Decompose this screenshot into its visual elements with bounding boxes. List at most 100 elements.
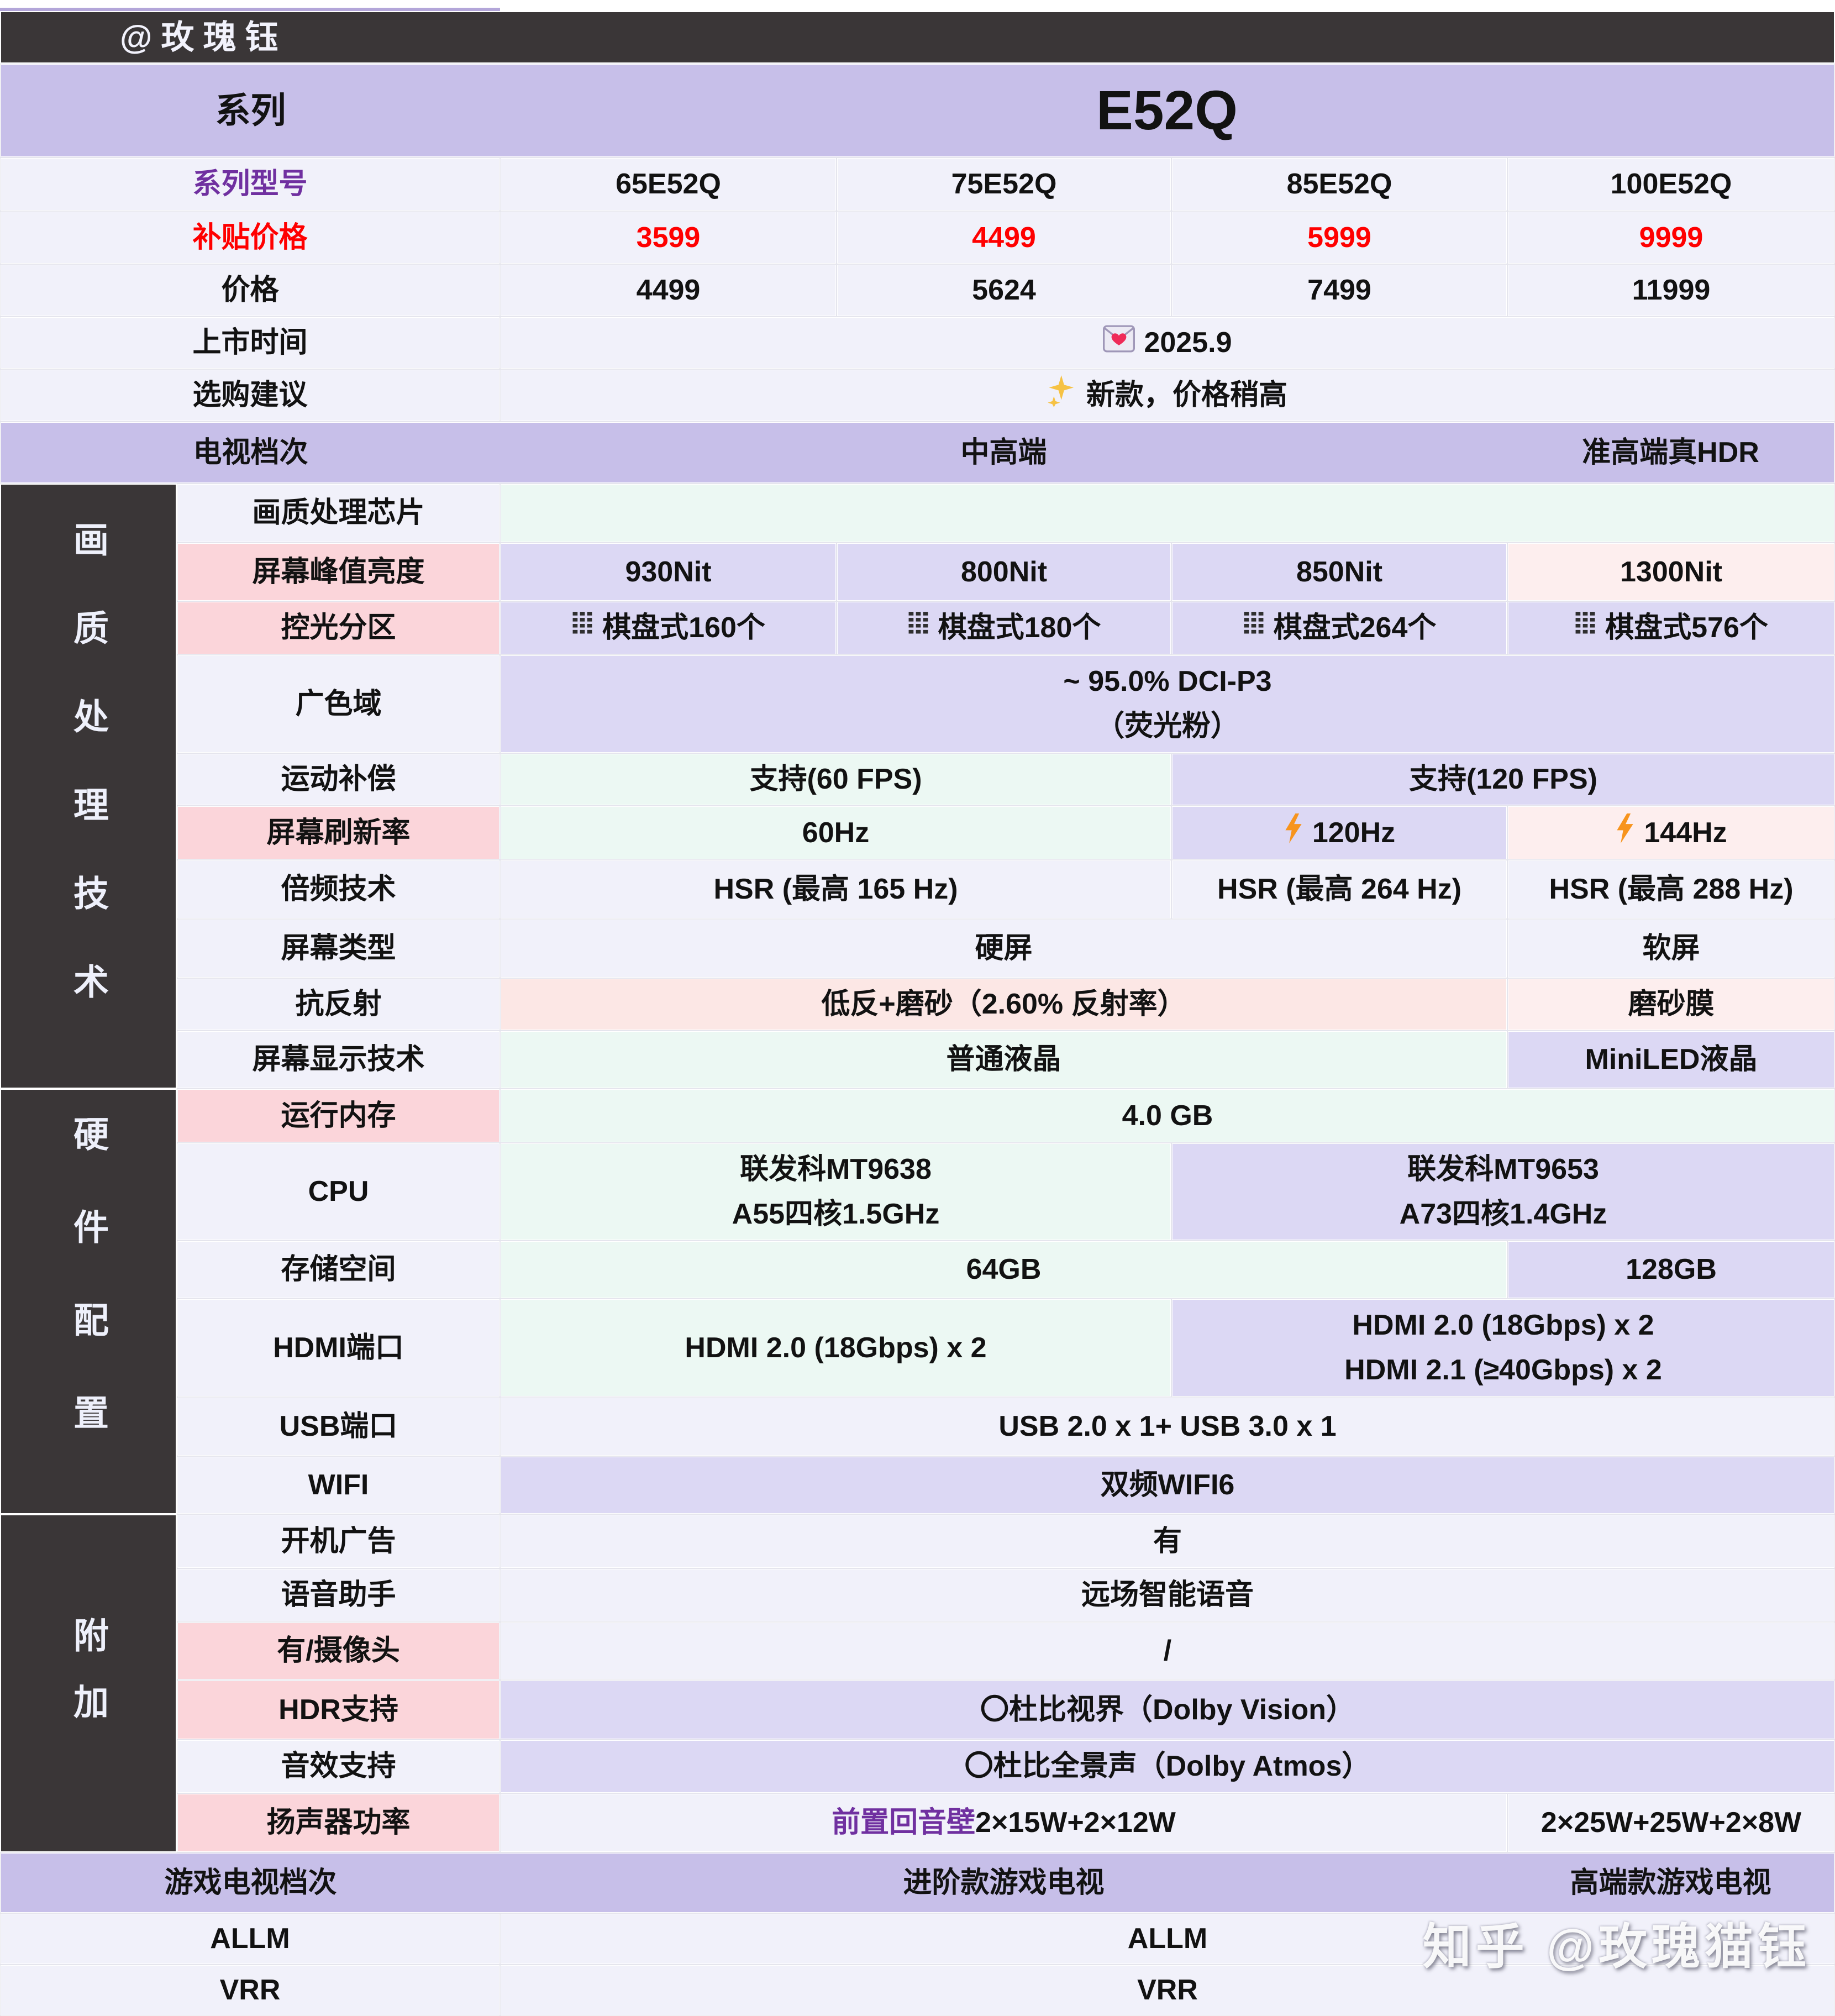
dimming-100: 棋盘式576个 <box>1507 601 1835 655</box>
price-100: 11999 <box>1507 264 1835 317</box>
dimming-75: 棋盘式180个 <box>837 601 1171 655</box>
row-label-cpu: CPU <box>177 1143 500 1241</box>
model-85: 85E52Q <box>1171 158 1507 211</box>
dimming-65: 棋盘式160个 <box>500 601 837 655</box>
wifi-value: 双频WIFI6 <box>500 1456 1835 1514</box>
lightning-bolt-icon <box>1615 813 1635 852</box>
brightness-100: 1300Nit <box>1507 543 1835 601</box>
allm-value: ALLM <box>500 1913 1835 1965</box>
row-label-color-gamut: 广色域 <box>177 655 500 753</box>
series-band: 系列 E52Q <box>0 64 1835 158</box>
sidebar-section-picture-processing: 画质处理技术 <box>0 484 177 1089</box>
game-tv-grade-mid: 进阶款游戏电视 <box>903 1866 1105 1899</box>
checkerboard-icon <box>1574 610 1596 646</box>
speaker-power-soundbar-text: 前置回音壁 <box>832 1807 976 1839</box>
top-notch <box>0 0 500 11</box>
color-gamut-value: ~ 95.0% DCI-P3 （荧光粉） <box>500 655 1835 753</box>
motion-comp-left: 支持(60 FPS) <box>500 753 1171 806</box>
hdmi-left: HDMI 2.0 (18Gbps) x 2 <box>500 1299 1171 1397</box>
price-75: 5624 <box>837 264 1171 317</box>
tv-grade-band: 电视档次 中高端 准高端真HDR <box>0 422 1835 484</box>
dimming-100-text: 棋盘式576个 <box>1605 612 1768 644</box>
refresh-rate-left: 60Hz <box>500 806 1171 860</box>
refresh-rate-right: 144Hz <box>1507 806 1835 860</box>
cpu-left-line1: 联发科MT9638 <box>740 1153 932 1185</box>
hdmi-right-line2: HDMI 2.1 (≥40Gbps) x 2 <box>1344 1354 1662 1386</box>
love-letter-icon <box>1103 324 1135 361</box>
cpu-right-line2: A73四核1.4GHz <box>1399 1198 1607 1230</box>
cpu-left-line2: A55四核1.5GHz <box>732 1198 940 1230</box>
sidebar-section-extras: 附加 <box>0 1514 177 1852</box>
motion-comp-right: 支持(120 FPS) <box>1171 753 1835 806</box>
subsidy-price-65: 3599 <box>500 211 837 264</box>
sparkles-icon <box>1048 375 1077 416</box>
buying-advice-value: 新款，价格稍高 <box>500 369 1835 422</box>
lightning-bolt-icon <box>1284 813 1303 852</box>
hdmi-right: HDMI 2.0 (18Gbps) x 2 HDMI 2.1 (≥40Gbps)… <box>1171 1299 1835 1397</box>
row-label-voice-assistant: 语音助手 <box>177 1568 500 1622</box>
panel-type-right: 软屏 <box>1507 919 1835 978</box>
row-label-motion-comp: 运动补偿 <box>177 753 500 806</box>
row-label-model: 系列型号 <box>0 158 500 211</box>
row-label-boot-ads: 开机广告 <box>177 1514 500 1568</box>
display-tech-right: MiniLED液晶 <box>1507 1031 1835 1089</box>
row-label-peak-brightness: 屏幕峰值亮度 <box>177 543 500 601</box>
row-label-usb: USB端口 <box>177 1397 500 1456</box>
dimming-85-text: 棋盘式264个 <box>1273 612 1437 644</box>
watermark: 知乎 @玫瑰猫钰 <box>1422 1919 1811 1974</box>
row-label-hdmi: HDMI端口 <box>177 1299 500 1397</box>
refresh-rate-mid-text: 120Hz <box>1312 816 1396 849</box>
hsr-mid: HSR (最高 264 Hz) <box>1171 860 1507 919</box>
row-label-picture-chip: 画质处理芯片 <box>177 484 500 543</box>
cpu-right-line1: 联发科MT9653 <box>1407 1153 1599 1185</box>
row-label-hdr-support: HDR支持 <box>177 1680 500 1740</box>
row-label-refresh-rate: 屏幕刷新率 <box>177 806 500 860</box>
row-label-panel-type: 屏幕类型 <box>177 919 500 978</box>
speaker-power-left: 前置回音壁 2×15W+2×12W <box>500 1793 1507 1852</box>
tv-grade-high: 准高端真HDR <box>1582 436 1759 469</box>
usb-value: USB 2.0 x 1+ USB 3.0 x 1 <box>500 1397 1835 1456</box>
row-label-audio-support: 音效支持 <box>177 1740 500 1793</box>
brightness-85: 850Nit <box>1171 543 1507 601</box>
checkerboard-icon <box>907 610 929 646</box>
row-label-launch-date: 上市时间 <box>0 317 500 369</box>
launch-date-text: 2025.9 <box>1144 327 1232 359</box>
color-gamut-line2: （荧光粉） <box>1095 710 1239 742</box>
brightness-65: 930Nit <box>500 543 837 601</box>
game-tv-grade-high: 高端款游戏电视 <box>1570 1866 1771 1899</box>
row-label-wifi: WIFI <box>177 1456 500 1514</box>
hsr-right: HSR (最高 288 Hz) <box>1507 860 1835 919</box>
row-label-allm: ALLM <box>0 1913 500 1965</box>
camera-value: / <box>500 1622 1835 1680</box>
checkerboard-icon <box>571 610 593 646</box>
storage-left: 64GB <box>500 1241 1507 1299</box>
model-75: 75E52Q <box>837 158 1171 211</box>
row-label-speaker-power: 扬声器功率 <box>177 1793 500 1852</box>
model-65: 65E52Q <box>500 158 837 211</box>
panel-type-left: 硬屏 <box>500 919 1507 978</box>
speaker-power-right: 2×25W+25W+2×8W <box>1507 1793 1835 1852</box>
boot-ads-value: 有 <box>500 1514 1835 1568</box>
price-85: 7499 <box>1171 264 1507 317</box>
dimming-85: 棋盘式264个 <box>1171 601 1507 655</box>
ram-value: 4.0 GB <box>500 1089 1835 1143</box>
brightness-75: 800Nit <box>837 543 1171 601</box>
price-65: 4499 <box>500 264 837 317</box>
tv-grade-mid: 中高端 <box>960 436 1047 469</box>
row-label-subsidy-price: 补贴价格 <box>0 211 500 264</box>
hdr-support-value: 〇杜比视界（Dolby Vision） <box>500 1680 1835 1740</box>
row-label-camera: 有/摄像头 <box>177 1622 500 1680</box>
hdmi-right-line1: HDMI 2.0 (18Gbps) x 2 <box>1352 1309 1654 1342</box>
hsr-left: HSR (最高 165 Hz) <box>500 860 1171 919</box>
voice-assistant-value: 远场智能语音 <box>500 1568 1835 1622</box>
vrr-value: VRR <box>500 1965 1835 2016</box>
display-tech-left: 普通液晶 <box>500 1031 1507 1089</box>
anti-reflection-right: 磨砂膜 <box>1507 978 1835 1031</box>
row-label-display-tech: 屏幕显示技术 <box>177 1031 500 1089</box>
storage-right: 128GB <box>1507 1241 1835 1299</box>
row-label-dimming-zones: 控光分区 <box>177 601 500 655</box>
dimming-75-text: 棋盘式180个 <box>938 612 1101 644</box>
cpu-left: 联发科MT9638 A55四核1.5GHz <box>500 1143 1171 1241</box>
